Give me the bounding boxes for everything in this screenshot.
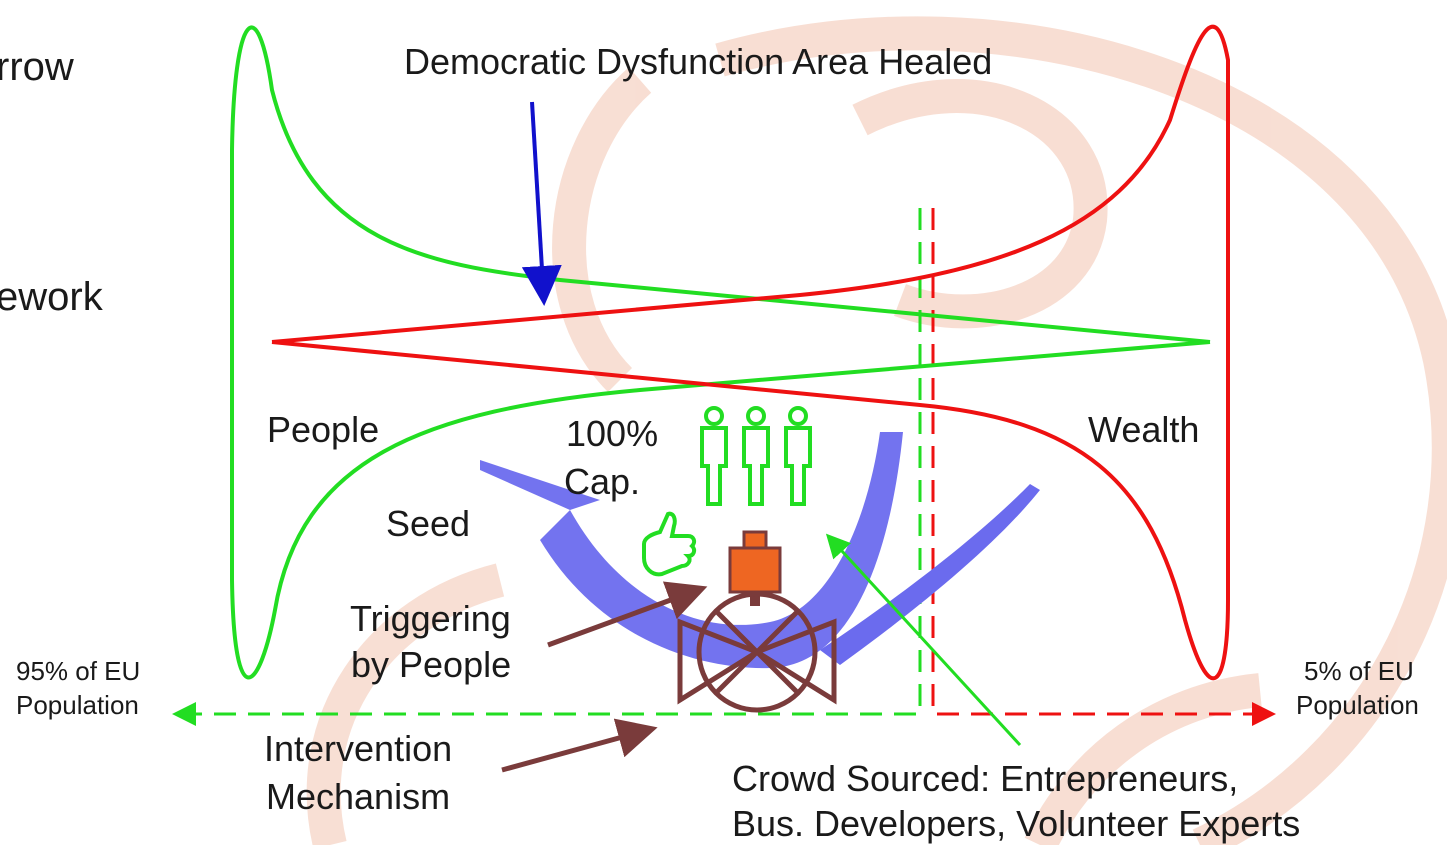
triggering-label-line1: Triggering	[350, 598, 511, 639]
flow-tail	[820, 484, 1040, 665]
slide-fragment-1: rrow	[0, 45, 74, 89]
background-watermark	[306, 16, 1447, 845]
intervention-label-line1: Intervention	[264, 728, 452, 769]
intervention-arrow	[501, 718, 658, 773]
wealth-divider-line	[931, 208, 1276, 726]
wealth-curve	[271, 24, 1230, 681]
flow-arc	[480, 432, 903, 669]
weight-icon	[728, 530, 782, 606]
seed-label: Seed	[386, 503, 470, 544]
people-curve	[230, 25, 1211, 680]
capacity-label-line1: 100%	[566, 413, 658, 454]
crowd-label-line2: Bus. Developers, Volunteer Experts	[732, 803, 1300, 844]
slide-fragment-2: ework	[0, 275, 104, 319]
thumbs-up-icon	[642, 511, 697, 577]
crowd-label-line1: Crowd Sourced: Entrepreneurs,	[732, 758, 1238, 799]
crowd-arrow	[825, 533, 1022, 747]
population-split	[172, 208, 1276, 726]
valve-icon	[677, 591, 837, 713]
healed-arrow	[521, 101, 562, 306]
capacity-people-group	[700, 406, 812, 506]
capacity-label-line2: Cap.	[564, 461, 640, 502]
triggering-label-line2: by People	[351, 644, 511, 685]
people-divider-line	[172, 208, 922, 726]
triggering-arrow	[547, 581, 708, 648]
person-icon	[742, 406, 770, 506]
left-population-line1: 95% of EU	[16, 656, 140, 686]
person-icon	[700, 406, 728, 506]
right-population-line1: 5% of EU	[1304, 656, 1414, 686]
intervention-label-line2: Mechanism	[266, 776, 450, 817]
person-icon	[784, 406, 812, 506]
text-layer: rrow ework Democratic Dysfunction Area H…	[0, 41, 1419, 844]
people-label: People	[267, 409, 379, 450]
left-population-line2: Population	[16, 690, 139, 720]
right-population-line2: Population	[1296, 690, 1419, 720]
diagram-title: Democratic Dysfunction Area Healed	[404, 41, 992, 82]
wealth-label: Wealth	[1088, 409, 1199, 450]
